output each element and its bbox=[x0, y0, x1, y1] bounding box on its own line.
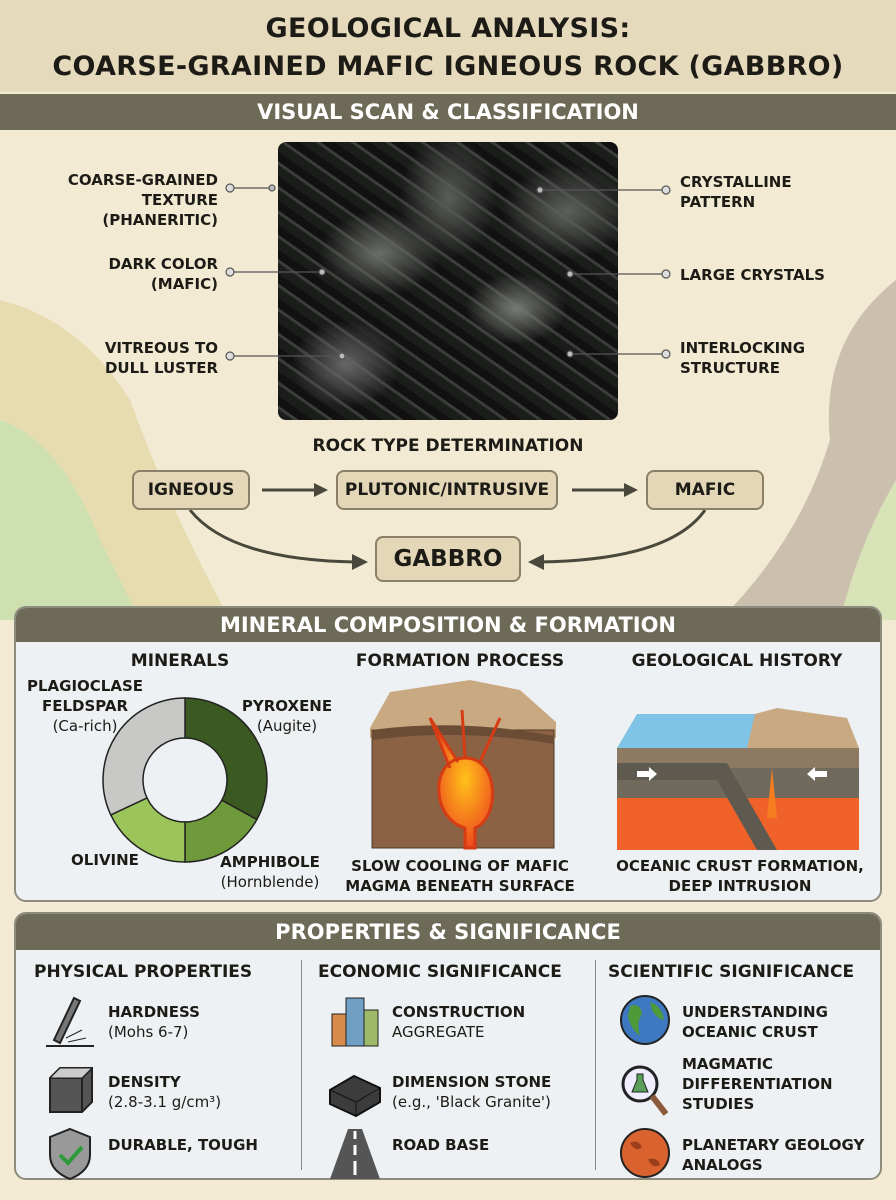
mineral-donut-chart bbox=[102, 697, 268, 863]
tectonic-illustration bbox=[617, 708, 859, 850]
label-amphibole: AMPHIBOLE(Hornblende) bbox=[220, 853, 320, 891]
column-divider bbox=[595, 960, 596, 1170]
property-item: DURABLE, TOUGH bbox=[108, 1136, 258, 1154]
planet-icon bbox=[620, 1128, 670, 1178]
step-igneous: IGNEOUS bbox=[132, 470, 250, 510]
background-landscape bbox=[0, 280, 896, 620]
history-caption: OCEANIC CRUST FORMATION,DEEP INTRUSION bbox=[616, 857, 864, 895]
magnifier-flask-icon bbox=[621, 1065, 669, 1116]
column-title: SCIENTIFIC SIGNIFICANCE bbox=[608, 962, 855, 982]
label-olivine: OLIVINE bbox=[71, 851, 139, 869]
step-plutonic: PLUTONIC/INTRUSIVE bbox=[336, 470, 558, 510]
pencil-scratch-icon bbox=[46, 996, 94, 1047]
label-pyroxene: PYROXENE(Augite) bbox=[241, 697, 333, 735]
property-item: ROAD BASE bbox=[392, 1136, 490, 1154]
result-gabbro: GABBRO bbox=[375, 536, 521, 582]
stone-slab-icon bbox=[329, 1074, 381, 1118]
formation-title: FORMATION PROCESS bbox=[355, 651, 565, 671]
property-item: HARDNESS(Mohs 6-7) bbox=[108, 1003, 200, 1041]
history-title: GEOLOGICAL HISTORY bbox=[631, 651, 843, 671]
cube-icon bbox=[48, 1067, 94, 1113]
donut-slice-plagioclase-feldspar bbox=[102, 697, 186, 816]
buildings-icon bbox=[331, 997, 379, 1047]
determination-title: ROCK TYPE DETERMINATION bbox=[312, 436, 584, 456]
property-item: DIMENSION STONE(e.g., 'Black Granite') bbox=[392, 1073, 552, 1111]
label-large-crystals: LARGE CRYSTALS bbox=[680, 266, 825, 284]
step-mafic: MAFIC bbox=[646, 470, 764, 510]
donut-slice-pyroxene bbox=[184, 697, 268, 821]
column-title: ECONOMIC SIGNIFICANCE bbox=[318, 962, 562, 982]
section-header-properties: PROPERTIES & SIGNIFICANCE bbox=[16, 914, 880, 950]
properties-panel: PROPERTIES & SIGNIFICANCE bbox=[14, 912, 882, 1180]
column-divider bbox=[301, 960, 302, 1170]
column-title: PHYSICAL PROPERTIES bbox=[34, 962, 253, 982]
page-title: GEOLOGICAL ANALYSIS: COARSE-GRAINED MAFI… bbox=[0, 0, 896, 92]
label-color: DARK COLOR(MAFIC) bbox=[108, 255, 218, 293]
property-item: DENSITY(2.8-3.1 g/cm³) bbox=[108, 1073, 222, 1111]
shield-check-icon bbox=[49, 1127, 91, 1181]
formation-illustration bbox=[370, 680, 556, 850]
rock-sample-image bbox=[278, 142, 618, 420]
minerals-title: MINERALS bbox=[130, 651, 230, 671]
annotation-lines bbox=[188, 183, 707, 570]
section-header-composition: MINERAL COMPOSITION & FORMATION bbox=[16, 608, 880, 642]
section-header-visual-scan: VISUAL SCAN & CLASSIFICATION bbox=[0, 94, 896, 130]
road-icon bbox=[330, 1129, 380, 1179]
globe-icon bbox=[620, 995, 670, 1045]
